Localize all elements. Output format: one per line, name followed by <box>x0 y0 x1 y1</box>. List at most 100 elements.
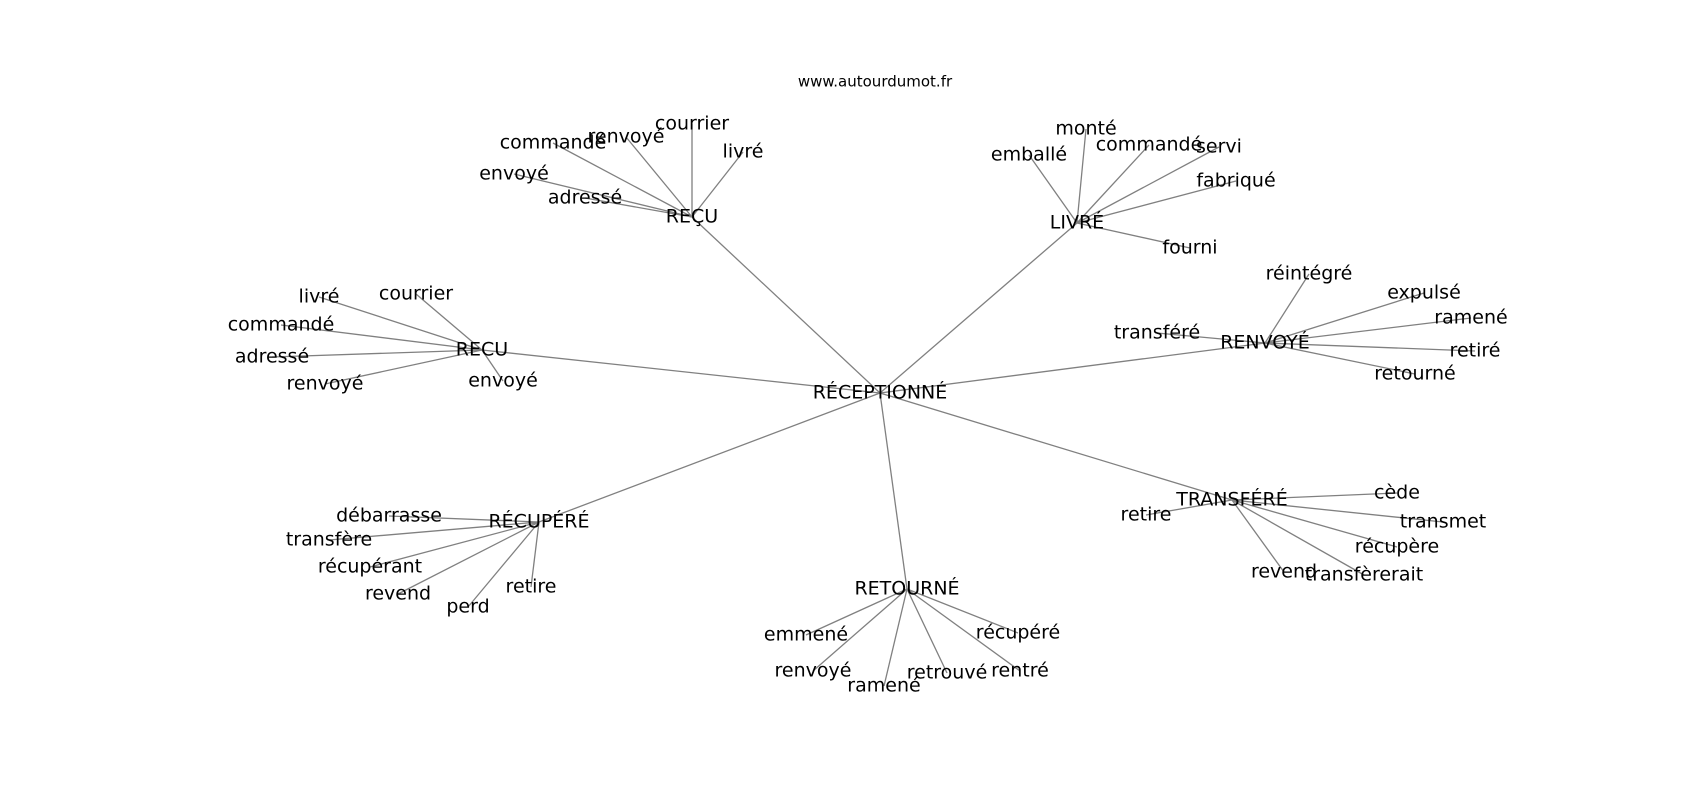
edge-recu-to-renvoye <box>324 349 483 385</box>
edge-renvoye-to-retire <box>1264 342 1476 352</box>
edge-center-to-retourne <box>879 392 908 590</box>
leaf-node-retourne-rentre[interactable]: rentré <box>991 660 1049 682</box>
edge-recupere-to-perd <box>467 521 540 608</box>
edge-recu-cedilla-to-renvoye <box>625 136 693 218</box>
leaf-node-recupere-revend[interactable]: revend <box>365 583 431 605</box>
leaf-node-renvoye-ramene[interactable]: ramené <box>1434 307 1507 329</box>
edge-livre-to-servi <box>1076 146 1220 224</box>
leaf-node-recu-envoye[interactable]: envoyé <box>468 370 538 392</box>
edge-recu-cedilla-to-commande <box>552 142 693 218</box>
leaf-node-recupere-recuperant[interactable]: récupérant <box>318 556 422 578</box>
leaf-node-retourne-ramene[interactable]: ramené <box>847 675 920 697</box>
leaf-node-transfere-transfererait[interactable]: transfèrerait <box>1305 564 1424 586</box>
leaf-node-transfere-transmet[interactable]: transmet <box>1400 511 1487 533</box>
edge-livre-to-emballe <box>1028 154 1078 224</box>
edge-transfere-to-retire <box>1145 499 1233 516</box>
leaf-node-livre-servi[interactable]: servi <box>1196 136 1242 158</box>
leaf-node-recu-commande[interactable]: commandé <box>228 314 335 336</box>
leaf-node-recupere-transfere[interactable]: transfère <box>286 529 372 551</box>
leaf-node-recu-cedilla-livre[interactable]: livré <box>723 141 764 163</box>
leaf-node-recupere-debarrasse[interactable]: débarrasse <box>336 505 442 527</box>
leaf-node-recu-adresse[interactable]: adressé <box>235 346 309 368</box>
edge-transfere-to-revend <box>1231 499 1285 573</box>
leaf-node-recu-courrier[interactable]: courrier <box>379 283 453 305</box>
edge-recupere-to-retire <box>530 521 540 588</box>
edge-recupere-to-revend <box>397 521 540 595</box>
branch-node-renvoye[interactable]: RENVOYÉ <box>1220 331 1310 354</box>
leaf-node-recupere-perd[interactable]: perd <box>446 596 489 618</box>
edge-renvoye-to-retourne <box>1264 342 1416 375</box>
edge-transfere-to-recupere <box>1231 499 1398 548</box>
leaf-node-livre-monte[interactable]: monté <box>1055 118 1116 140</box>
edge-recu-cedilla-to-adresse <box>584 197 693 218</box>
branch-node-livre[interactable]: LIVRÉ <box>1050 211 1104 234</box>
leaf-node-transfere-recupere[interactable]: récupère <box>1355 536 1439 558</box>
leaf-node-recupere-retire[interactable]: retire <box>506 576 557 598</box>
edge-renvoye-to-ramene <box>1264 317 1472 344</box>
edge-center-to-recupere <box>538 392 881 523</box>
edge-transfere-to-transmet <box>1231 499 1444 523</box>
leaf-node-recu-livre[interactable]: livré <box>299 286 340 308</box>
edge-livre-to-monte <box>1076 128 1087 224</box>
leaf-node-recu-renvoye[interactable]: renvoyé <box>287 373 364 395</box>
edge-recu-cedilla-to-livre <box>691 151 744 218</box>
edge-recupere-to-recuperant <box>369 521 540 568</box>
branch-node-recu-cedilla[interactable]: REÇU <box>666 206 718 228</box>
edge-livre-to-fabrique <box>1076 180 1237 224</box>
edge-retourne-to-ramene <box>883 588 908 687</box>
edge-renvoye-to-expulse <box>1264 292 1425 344</box>
edge-recu-to-livre <box>318 296 483 351</box>
edge-renvoye-to-transfere <box>1156 332 1266 344</box>
leaf-node-recu-cedilla-renvoye[interactable]: renvoyé <box>588 126 665 148</box>
leaf-node-livre-emballe[interactable]: emballé <box>991 144 1067 166</box>
edge-livre-to-fourni <box>1076 222 1191 249</box>
edge-retourne-to-rentre <box>906 588 1021 672</box>
watermark: www.autourdumot.fr <box>798 73 953 91</box>
edge-transfere-to-cede <box>1231 492 1398 501</box>
edge-retourne-to-renvoye <box>812 588 908 672</box>
edges-layer <box>271 124 1476 687</box>
edge-retourne-to-emmene <box>805 588 908 636</box>
edge-livre-to-commande <box>1076 144 1150 224</box>
edge-center-to-transfere <box>879 392 1233 501</box>
leaf-node-recu-cedilla-adresse[interactable]: adressé <box>548 187 622 209</box>
leaf-node-retourne-recupere[interactable]: récupéré <box>976 622 1060 644</box>
branch-node-transfere[interactable]: TRANSFÉRÉ <box>1175 488 1287 511</box>
leaf-node-livre-commande[interactable]: commandé <box>1096 134 1203 156</box>
edge-center-to-recu <box>481 349 881 394</box>
leaf-node-transfere-retire[interactable]: retire <box>1121 504 1172 526</box>
edge-recupere-to-transfere <box>328 521 540 541</box>
edge-recu-to-adresse <box>271 349 483 358</box>
edge-recupere-to-debarrasse <box>388 515 540 523</box>
leaf-node-transfere-cede[interactable]: cède <box>1374 482 1420 504</box>
leaf-node-livre-fourni[interactable]: fourni <box>1162 237 1217 259</box>
edge-transfere-to-transfererait <box>1231 499 1365 576</box>
edge-recu-cedilla-to-envoye <box>513 173 693 218</box>
edge-center-to-recu-cedilla <box>691 216 881 394</box>
leaf-node-recu-cedilla-envoye[interactable]: envoyé <box>479 163 549 185</box>
leaf-node-renvoye-retire[interactable]: retiré <box>1450 340 1501 362</box>
leaf-node-recu-cedilla-courrier[interactable]: courrier <box>655 113 729 135</box>
leaf-node-renvoye-transfere[interactable]: transféré <box>1114 322 1200 344</box>
edge-center-to-renvoye <box>879 342 1266 394</box>
leaf-node-retourne-retrouve[interactable]: retrouvé <box>907 662 988 684</box>
leaf-node-retourne-renvoye[interactable]: renvoyé <box>775 660 852 682</box>
branch-node-recupere[interactable]: RÉCUPÉRÉ <box>488 510 589 533</box>
edge-recu-to-commande <box>280 324 483 351</box>
leaf-node-recu-cedilla-commande[interactable]: commandé <box>500 132 607 154</box>
leaf-node-renvoye-reintegre[interactable]: réintégré <box>1266 263 1353 285</box>
branch-node-recu[interactable]: RECU <box>456 339 508 361</box>
center-node[interactable]: RÉCEPTIONNÉ <box>813 381 948 404</box>
leaf-node-livre-fabrique[interactable]: fabriqué <box>1196 170 1275 192</box>
edge-recu-to-courrier <box>415 293 483 351</box>
labels-layer: www.autourdumot.fr RÉCEPTIONNÉ REÇU courri… <box>228 73 1508 697</box>
branch-node-retourne[interactable]: RETOURNÉ <box>854 577 959 600</box>
leaf-node-retourne-emmene[interactable]: emmené <box>764 624 848 646</box>
leaf-node-renvoye-expulse[interactable]: expulsé <box>1387 282 1461 304</box>
edge-renvoye-to-reintegre <box>1264 273 1310 344</box>
edge-retourne-to-retrouve <box>906 588 948 674</box>
leaf-node-renvoye-retourne[interactable]: retourné <box>1374 363 1455 385</box>
leaf-node-transfere-revend[interactable]: revend <box>1251 561 1317 583</box>
edge-recu-to-envoye <box>481 349 504 382</box>
